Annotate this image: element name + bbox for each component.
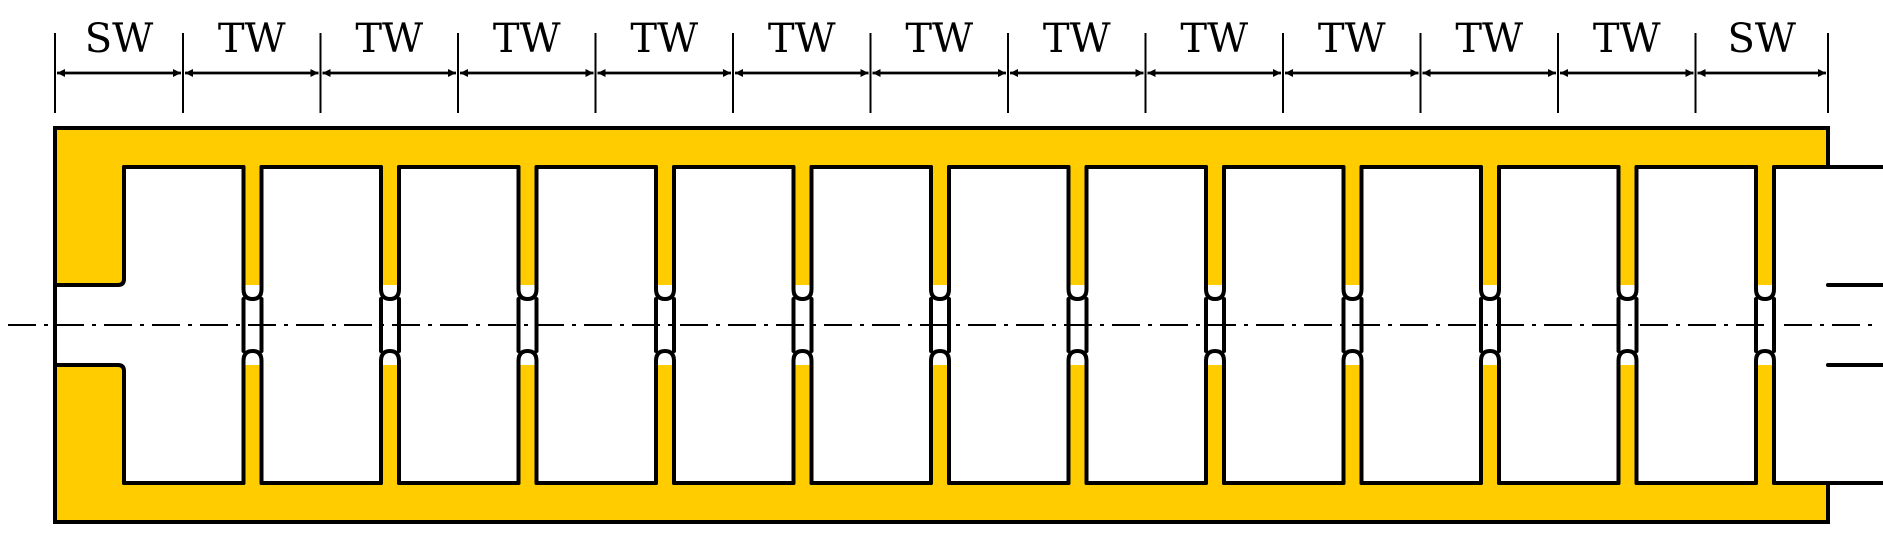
iris-top-5 [791,165,814,301]
iris-top-6 [929,165,951,301]
dimension-label-12: SW [1727,16,1796,62]
iris-top-1 [241,165,264,301]
iris-bottom-7 [1066,349,1089,485]
iris-bottom-3 [516,349,539,485]
iris-top-9 [1341,165,1364,301]
iris-top-2 [379,165,401,301]
dimension-label-9: TW [1318,16,1386,62]
iris-bottom-4 [654,349,676,485]
dimension-label-10: TW [1455,16,1523,62]
end-wall-top-0 [53,165,126,287]
waveguide-structure [8,126,1883,524]
dimension-row: SW TW TW TW TW TW TW TW TW TW TW TW SW [54,16,1829,113]
dimension-label-8: TW [1180,16,1248,62]
dimension-label-1: TW [218,16,286,62]
iris-bottom-5 [791,349,814,485]
end-wall-bottom-0 [53,363,126,485]
dimension-label-0: SW [85,16,154,62]
iris-top-10 [1479,165,1501,301]
iris-bottom-2 [379,349,401,485]
dimension-label-5: TW [768,16,836,62]
iris-top-7 [1066,165,1089,301]
iris-top-3 [516,165,539,301]
dimension-label-7: TW [1043,16,1111,62]
iris-bottom-11 [1616,349,1639,485]
iris-top-11 [1616,165,1639,301]
dimension-label-11: TW [1593,16,1661,62]
iris-top-4 [654,165,676,301]
iris-bottom-1 [241,349,264,485]
dimension-label-4: TW [630,16,698,62]
iris-top-12 [1754,165,1776,301]
dimension-label-3: TW [493,16,561,62]
iris-bottom-10 [1479,349,1501,485]
iris-bottom-12 [1754,349,1776,485]
iris-bottom-8 [1204,349,1226,485]
iris-bottom-9 [1341,349,1364,485]
dimension-label-6: TW [905,16,973,62]
dimension-label-2: TW [355,16,423,62]
iris-bottom-6 [929,349,951,485]
iris-top-8 [1204,165,1226,301]
